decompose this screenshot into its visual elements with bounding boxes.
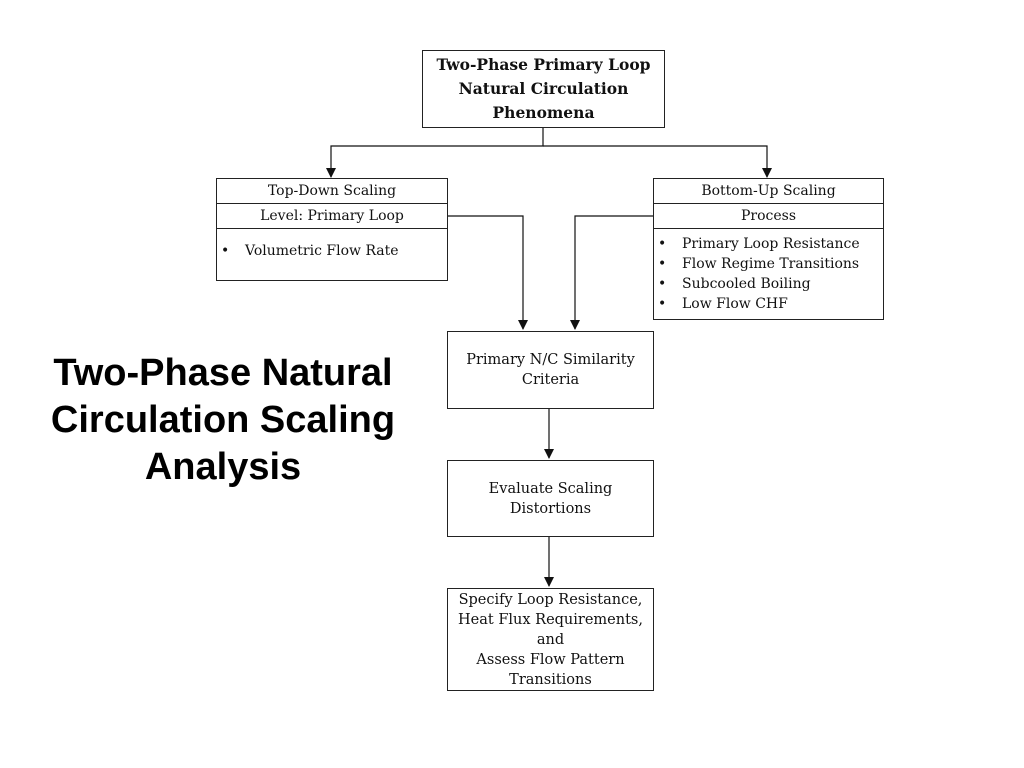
bottom-up-title: Bottom-Up Scaling <box>654 179 883 204</box>
bottom-up-item: Flow Regime Transitions <box>654 254 883 274</box>
bottom-up-item: Subcooled Boiling <box>654 274 883 294</box>
bottom-up-items: Primary Loop Resistance Flow Regime Tran… <box>654 229 883 314</box>
arrow-root-to-bottom-up <box>543 145 772 178</box>
bottom-up-level: Process <box>654 204 883 229</box>
evaluate-line: Distortions <box>509 500 592 517</box>
root-line: Two-Phase Primary Loop <box>436 55 651 74</box>
specify-line: Transitions <box>509 671 592 688</box>
arrow-top-down-to-similarity <box>447 215 528 330</box>
top-down-items: Volumetric Flow Rate <box>217 229 447 261</box>
slide-title: Two-Phase Natural Circulation Scaling An… <box>18 350 428 491</box>
top-down-level: Level: Primary Loop <box>217 204 447 229</box>
slide-title-line: Two-Phase Natural <box>53 352 393 394</box>
slide-title-line: Circulation Scaling <box>50 399 396 441</box>
top-down-title: Top-Down Scaling <box>217 179 447 204</box>
bottom-up-scaling-box: Bottom-Up Scaling Process Primary Loop R… <box>653 178 884 320</box>
top-down-item: Volumetric Flow Rate <box>217 241 447 261</box>
arrow-bottom-up-to-similarity <box>570 215 653 330</box>
top-down-scaling-box: Top-Down Scaling Level: Primary Loop Vol… <box>216 178 448 281</box>
root-line: Natural Circulation <box>458 79 629 98</box>
arrow-root-to-top-down <box>326 127 544 178</box>
root-phenomena-box: Two-Phase Primary Loop Natural Circulati… <box>422 50 665 128</box>
specify-line: Heat Flux Requirements, and <box>458 611 643 648</box>
bottom-up-item: Low Flow CHF <box>654 294 883 314</box>
bottom-up-item: Primary Loop Resistance <box>654 234 883 254</box>
evaluate-distortions-box: Evaluate Scaling Distortions <box>447 460 654 537</box>
similarity-line: Criteria <box>521 372 580 388</box>
specify-requirements-box: Specify Loop Resistance, Heat Flux Requi… <box>447 588 654 691</box>
specify-line: Specify Loop Resistance, <box>458 591 643 608</box>
similarity-line: Primary N/C Similarity <box>466 352 635 368</box>
slide-title-line: Analysis <box>144 446 302 488</box>
root-line: Phenomena <box>492 103 595 122</box>
specify-line: Assess Flow Pattern <box>476 651 625 668</box>
evaluate-line: Evaluate Scaling <box>488 480 613 497</box>
similarity-criteria-box: Primary N/C Similarity Criteria <box>447 331 654 409</box>
